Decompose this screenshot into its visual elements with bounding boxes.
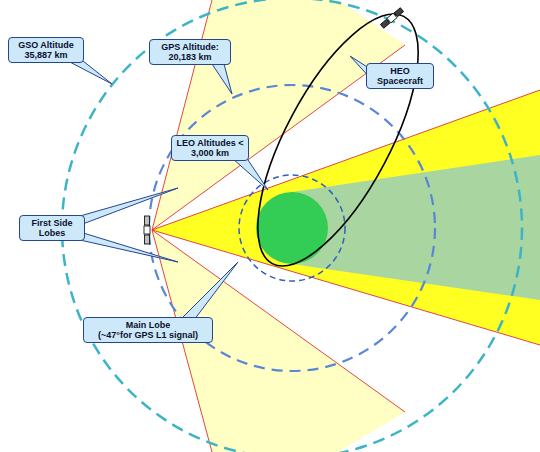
callout-box: HEO Spacecraft bbox=[366, 63, 434, 90]
callout-text: HEO Spacecraft bbox=[371, 66, 429, 87]
earth bbox=[256, 192, 328, 264]
heo-spacecraft-icon bbox=[380, 7, 404, 28]
main-lobe bbox=[152, 90, 540, 345]
heo-orbit bbox=[226, 0, 449, 288]
gps-satellite-icon bbox=[144, 216, 150, 244]
callout-text: (~47°for GPS L1 signal) bbox=[88, 330, 208, 340]
gso-orbit bbox=[62, 0, 522, 452]
callout-box: Main Lobe(~47°for GPS L1 signal) bbox=[83, 317, 213, 344]
callout-text: GPS Altitude: 20,183 km bbox=[154, 42, 226, 63]
lobe-edges bbox=[152, 0, 540, 452]
callout-pointers bbox=[66, 56, 372, 320]
callout-text: Main Lobe bbox=[88, 320, 208, 330]
callout-box: LEO Altitudes < 3,000 km bbox=[171, 135, 249, 162]
callout-box: First Side Lobes bbox=[19, 215, 85, 242]
callout-box: GSO Altitude 35,887 km bbox=[8, 37, 84, 64]
callout-text: LEO Altitudes < 3,000 km bbox=[176, 138, 244, 159]
callout-text: GSO Altitude 35,887 km bbox=[13, 40, 79, 61]
callout-box: GPS Altitude: 20,183 km bbox=[149, 39, 231, 66]
earth-shadow bbox=[292, 155, 540, 300]
callout-text: First Side Lobes bbox=[24, 218, 80, 239]
